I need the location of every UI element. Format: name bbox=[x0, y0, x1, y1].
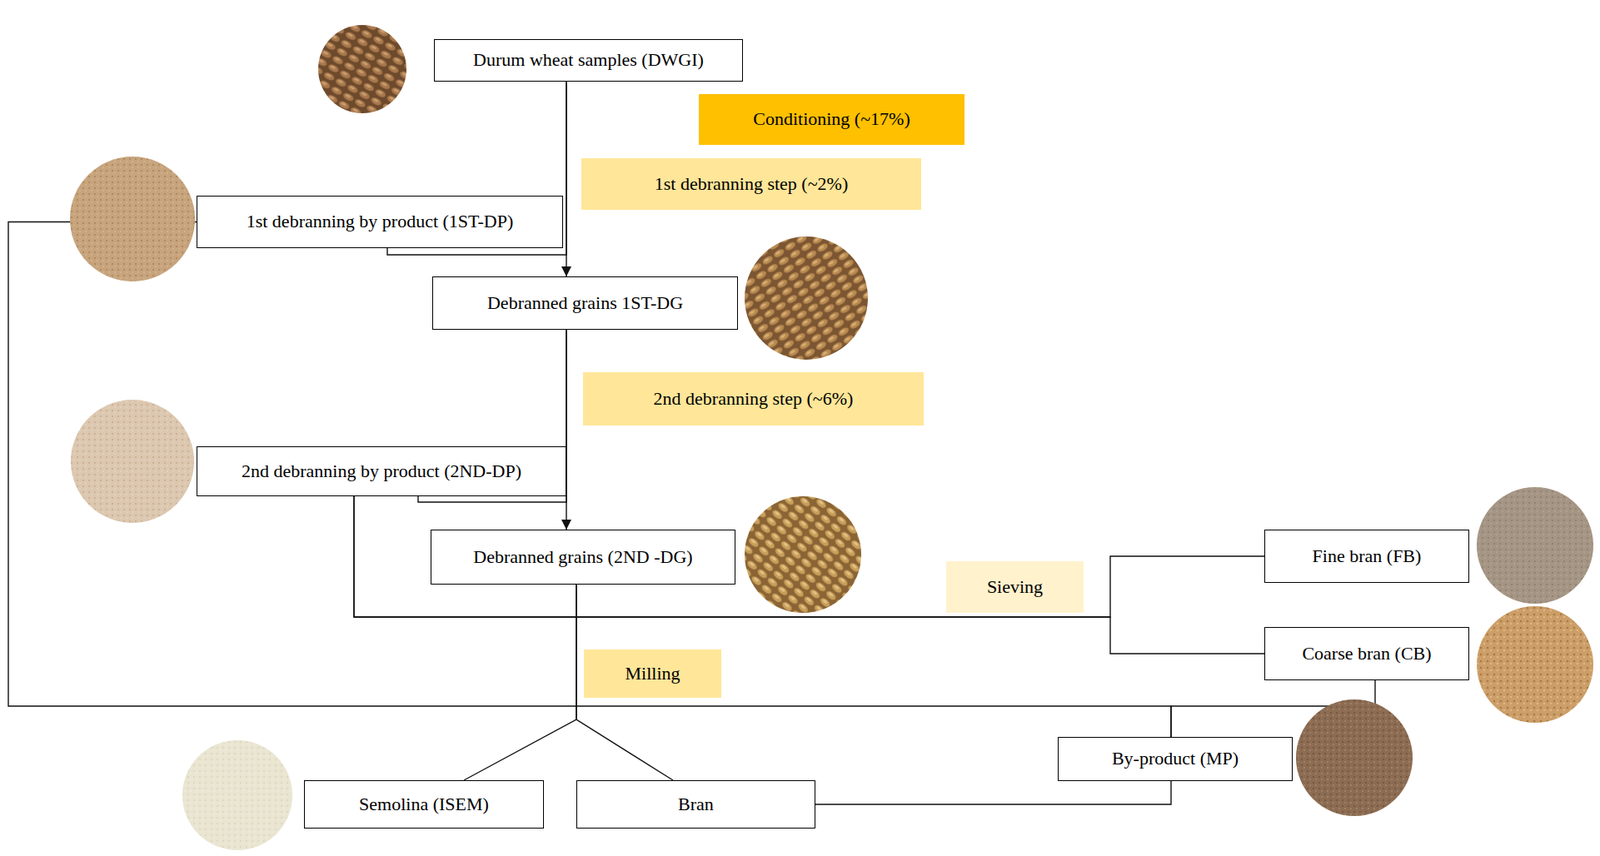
node-label: 1st debranning step (~2%) bbox=[654, 173, 848, 195]
wheat-photo bbox=[318, 24, 407, 114]
flow-connector bbox=[815, 781, 1172, 805]
step-band: 1st debranning step (~2%) bbox=[581, 158, 922, 210]
node-label: Conditioning (~17%) bbox=[752, 108, 911, 130]
flow-connector bbox=[463, 584, 577, 781]
process-box: Debranned grains 1ST-DG bbox=[432, 276, 738, 330]
step-band: 2nd debranning step (~6%) bbox=[583, 372, 924, 426]
grain-photo bbox=[744, 496, 862, 614]
node-label: 2nd debranning step (~6%) bbox=[653, 388, 854, 410]
process-box: Fine bran (FB) bbox=[1264, 529, 1470, 584]
powder-photo bbox=[69, 156, 195, 282]
process-box: Semolina (ISEM) bbox=[304, 780, 544, 829]
flow-connector bbox=[353, 496, 1265, 654]
flow-connector bbox=[353, 496, 1265, 618]
powder-photo bbox=[1476, 606, 1594, 723]
node-label: Debranned grains (2ND -DG) bbox=[473, 546, 693, 569]
node-label: Sieving bbox=[986, 576, 1043, 599]
node-label: Coarse bran (CB) bbox=[1301, 642, 1431, 665]
node-label: Debranned grains 1ST-DG bbox=[487, 292, 683, 315]
powder-photo bbox=[182, 740, 293, 851]
node-label: Semolina (ISEM) bbox=[358, 793, 489, 816]
powder-photo bbox=[1295, 699, 1413, 817]
step-band: Milling bbox=[583, 649, 722, 698]
powder-photo bbox=[1476, 487, 1594, 604]
node-label: Durum wheat samples (DWGI) bbox=[473, 49, 704, 71]
flow-connector bbox=[8, 222, 1172, 738]
node-label: 1st debranning by product (1ST-DP) bbox=[246, 210, 514, 233]
process-box: 2nd debranning by product (2ND-DP) bbox=[196, 446, 567, 497]
process-box: Debranned grains (2ND -DG) bbox=[430, 529, 736, 585]
node-label: Milling bbox=[624, 662, 680, 685]
powder-photo bbox=[70, 399, 195, 524]
grain-photo bbox=[744, 236, 868, 360]
node-label: 2nd debranning by product (2ND-DP) bbox=[241, 460, 522, 483]
process-box: Coarse bran (CB) bbox=[1264, 627, 1470, 681]
process-box: 1st debranning by product (1ST-DP) bbox=[196, 195, 564, 249]
step-band: Sieving bbox=[946, 561, 1084, 614]
process-box: Durum wheat samples (DWGI) bbox=[433, 39, 743, 82]
process-box: Bran bbox=[576, 780, 816, 829]
step-band: Conditioning (~17%) bbox=[698, 94, 965, 145]
process-box: By-product (MP) bbox=[1057, 737, 1293, 782]
node-label: Bran bbox=[677, 793, 714, 816]
node-label: Fine bran (FB) bbox=[1312, 545, 1422, 568]
node-label: By-product (MP) bbox=[1111, 747, 1239, 770]
